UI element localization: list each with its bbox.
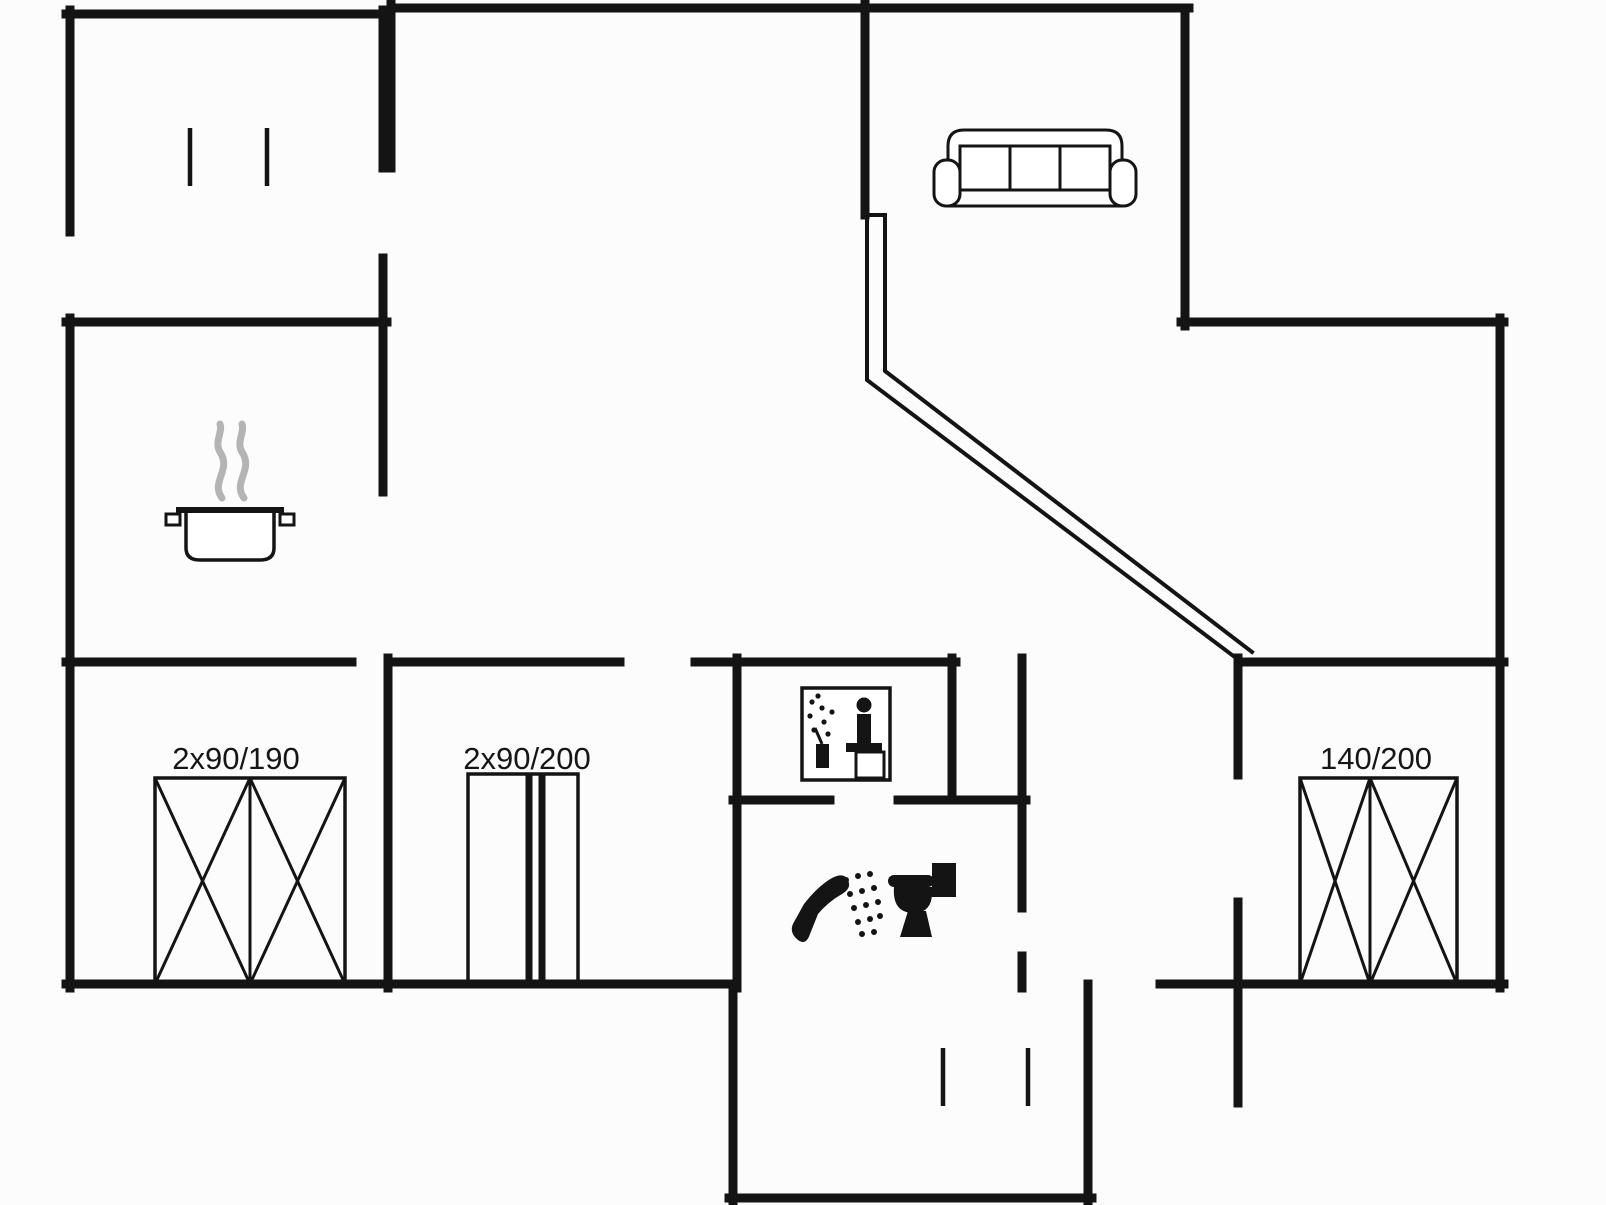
sofa-right-arm [1108, 158, 1138, 208]
shower-spray-dots [843, 871, 883, 937]
sauna-bucket [816, 744, 829, 768]
toilet-bowl [893, 887, 933, 913]
outer-walls [61, 0, 1509, 1205]
bed-size-label-middle: 2x90/200 [463, 741, 591, 776]
sauna-person-head [856, 697, 872, 713]
toilet-tank [932, 863, 956, 897]
pot-right-handle [278, 512, 296, 527]
shower-icon [791, 871, 883, 942]
double-bed-icon-left [153, 776, 347, 986]
sofa-icon [932, 128, 1138, 208]
sauna-step [854, 750, 886, 780]
bunk-bed-icon [466, 772, 580, 986]
diagonal-partition [861, 213, 1255, 664]
cooking-pot-icon [164, 420, 296, 562]
double-bed-icon-right [1298, 776, 1459, 986]
sauna-person-body [857, 714, 871, 745]
bed-size-label-left: 2x90/190 [172, 741, 300, 776]
partition-inner-line [883, 213, 1255, 655]
toilet-base [900, 911, 932, 937]
sauna-ladle [813, 727, 824, 745]
partition-outer-line [865, 213, 1243, 664]
pot-body [184, 508, 276, 562]
pot-left-handle [164, 512, 182, 527]
steam-icon [214, 420, 250, 502]
sauna-bench [846, 743, 882, 752]
shower-head [791, 875, 850, 942]
toilet-icon [888, 863, 956, 937]
sofa-cushion [1008, 144, 1062, 192]
sauna-icon [800, 686, 892, 782]
interior-walls [61, 653, 1509, 993]
sauna-steam-dots [807, 693, 835, 737]
bed-size-label-right: 140/200 [1320, 741, 1432, 776]
annex-window-icon [187, 128, 270, 186]
sofa-cushion [1058, 144, 1112, 192]
toilet-seat [888, 875, 934, 887]
porch-window-icon [940, 1048, 1031, 1106]
sofa-cushion [958, 144, 1012, 192]
sofa-left-arm [932, 158, 962, 208]
